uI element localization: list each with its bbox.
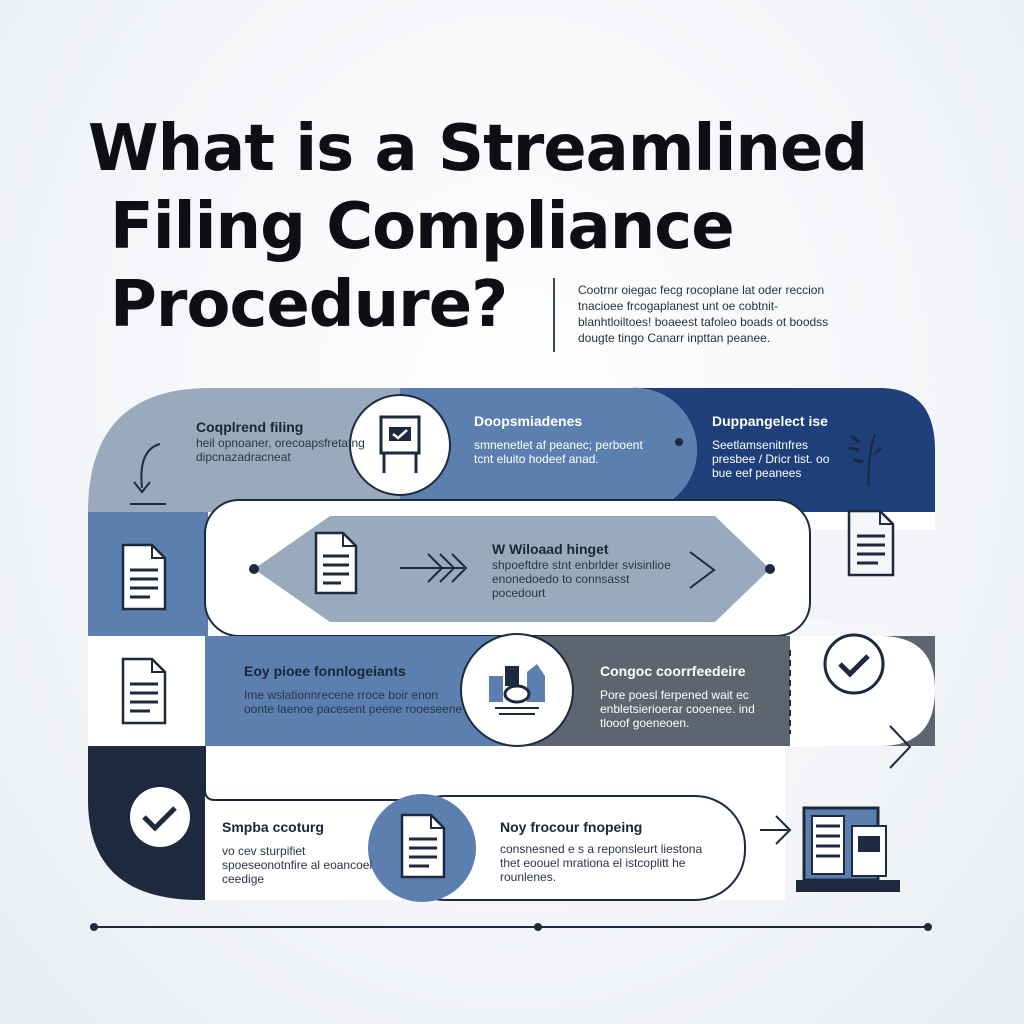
step-4: W Wiloaad hinget shpoeftdre stnt enbrlde…: [492, 540, 672, 600]
step-5-heading: Eoy pioee fonnlogeiants: [244, 663, 406, 679]
row1-band-right: [630, 387, 935, 512]
laptop-documents-icon: [796, 806, 900, 892]
step-8-heading: Noy frocour fnopeing: [500, 819, 643, 835]
title-line-3: Procedure?: [110, 268, 508, 342]
step-6-body: Pore poesl ferpened wait ec enbletsierio…: [600, 688, 755, 730]
step-8-body: consnesned e s a reponsleurt liestona th…: [500, 842, 703, 884]
step-7-heading: Smpba ccoturg: [222, 819, 324, 835]
check-circle-icon: [130, 787, 190, 847]
step-5-body: Ime wslationnrecene rroce boir enon oont…: [244, 688, 463, 716]
step-1-heading: Coqplrend filing: [196, 419, 304, 435]
step-6-heading: Congoc coorrfeedeire: [600, 663, 746, 679]
step-5: Eoy pioee fonnlogeiants Ime wslationnrec…: [244, 662, 464, 716]
page-title: What is a Streamlined Filing Compliance …: [88, 110, 948, 344]
step-2-body: smnenetlet af peanec; perboent tcnt elui…: [474, 438, 643, 466]
curved-arrow-icon: [130, 443, 166, 505]
title-line-2: Filing Compliance: [110, 190, 735, 264]
arrow-right-icon: [760, 815, 792, 845]
row1-band-middle: [400, 388, 742, 512]
step-7-body: vo cev sturpifiet spoeseonotnfire al eoa…: [222, 844, 373, 886]
row3-band-left: [205, 636, 505, 746]
step-2-heading: Doopsmiadenes: [474, 413, 583, 429]
document-icon: [314, 531, 358, 595]
title-line-1: What is a Streamlined: [88, 112, 868, 186]
row1-band-left: [88, 388, 400, 512]
row2-hexagon: [254, 516, 770, 622]
step-2: Doopsmiadenes smnenetlet af peanec; perb…: [474, 412, 664, 466]
step-3: Duppangelect ise Seetlamsenitnfres presb…: [712, 412, 852, 480]
document-icon: [400, 813, 446, 879]
check-circle-icon: [823, 633, 885, 695]
building-blocks-icon: [489, 664, 545, 715]
step-7: Smpba ccoturg vo cev sturpifiet spoeseon…: [222, 818, 382, 886]
document-icon: [121, 657, 167, 725]
step-6: Congoc coorrfeedeire Pore poesl ferpened…: [600, 662, 770, 730]
step-1: Coqplrend filing heil opnoaner, orecoaps…: [196, 418, 376, 464]
step-3-body: Seetlamsenitnfres presbee / Dricr tist. …: [712, 438, 830, 480]
step-3-heading: Duppangelect ise: [712, 413, 828, 429]
clipboard-check-icon: [379, 415, 421, 473]
arrow-right-icon: [889, 725, 912, 769]
document-icon: [121, 543, 167, 611]
row4-outline: [204, 746, 700, 801]
step-1-body: heil opnoaner, orecoapsfretatng dipcnaza…: [196, 436, 365, 464]
step-4-heading: W Wiloaad hinget: [492, 541, 609, 557]
chevron-right-icon: [689, 551, 716, 589]
document-icon: [847, 509, 895, 577]
plant-icon: [848, 433, 883, 487]
intro-text: Cootrnr oiegac fecg rocoplane lat oder r…: [578, 283, 829, 345]
step-4-body: shpoeftdre stnt enbrlder svisinlioe enon…: [492, 558, 671, 600]
arrows-right-icon: [400, 553, 468, 583]
step-8: Noy frocour fnopeing consnesned e s a re…: [500, 818, 720, 884]
intro-divider: [553, 278, 555, 352]
